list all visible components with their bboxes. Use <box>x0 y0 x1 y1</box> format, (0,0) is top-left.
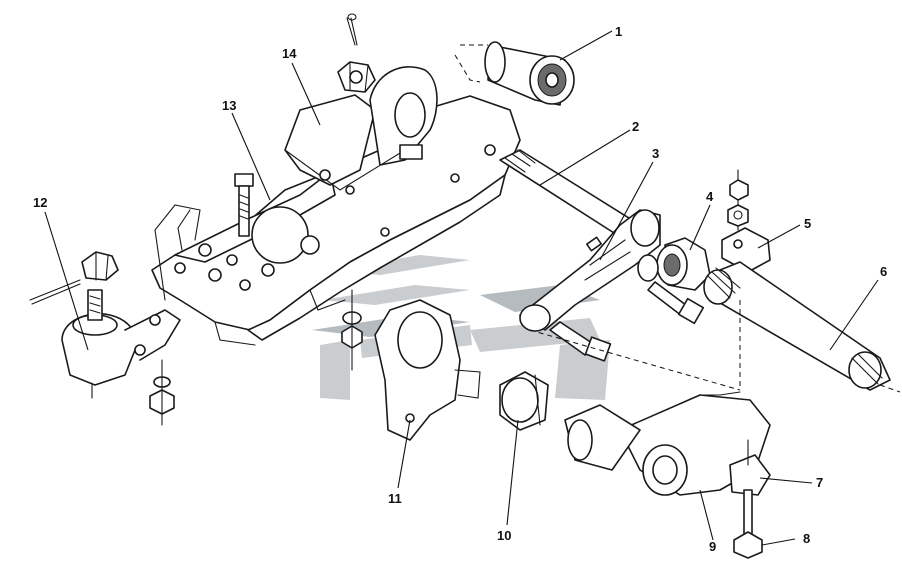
callout-4: 4 <box>706 189 714 204</box>
splined-bush <box>637 237 711 291</box>
subframe-bolt <box>234 173 254 237</box>
callout-2: 2 <box>632 119 639 134</box>
long-bolt <box>733 489 763 559</box>
bushing-sleeve <box>454 41 575 106</box>
callout-10: 10 <box>497 528 511 543</box>
callout-labels: 1 2 3 4 5 6 7 8 9 10 11 12 13 14 <box>33 24 887 554</box>
clamp-nut <box>729 439 771 496</box>
bush-bolt <box>647 281 705 325</box>
cotter-pin-top <box>346 13 358 46</box>
callout-5: 5 <box>804 216 811 231</box>
pivot-sleeve <box>564 404 641 471</box>
split-bush <box>499 371 549 431</box>
castle-nut-top <box>337 61 376 93</box>
cotter-pin-left <box>29 279 81 305</box>
callout-12: 12 <box>33 195 47 210</box>
callout-6: 6 <box>880 264 887 279</box>
callout-1: 1 <box>615 24 622 39</box>
callout-14: 14 <box>282 46 297 61</box>
castle-nut-left <box>81 251 119 281</box>
callout-3: 3 <box>652 146 659 161</box>
splined-shaft <box>529 261 901 393</box>
callout-13: 13 <box>222 98 236 113</box>
callout-7: 7 <box>816 475 823 490</box>
lower-link-bolt <box>549 321 612 362</box>
leader-lines <box>44 30 879 546</box>
clamp-bracket <box>374 299 481 441</box>
callout-11: 11 <box>388 491 402 506</box>
callout-8: 8 <box>803 531 810 546</box>
subframe-crossmember <box>151 95 521 346</box>
ball-joint-nuts <box>149 359 175 426</box>
callout-9: 9 <box>709 539 716 554</box>
lower-link-arm <box>519 209 661 332</box>
upper-bracket <box>284 66 438 195</box>
wedge-block <box>721 169 771 273</box>
ball-joint <box>61 289 181 399</box>
bracket-nuts <box>341 289 363 371</box>
